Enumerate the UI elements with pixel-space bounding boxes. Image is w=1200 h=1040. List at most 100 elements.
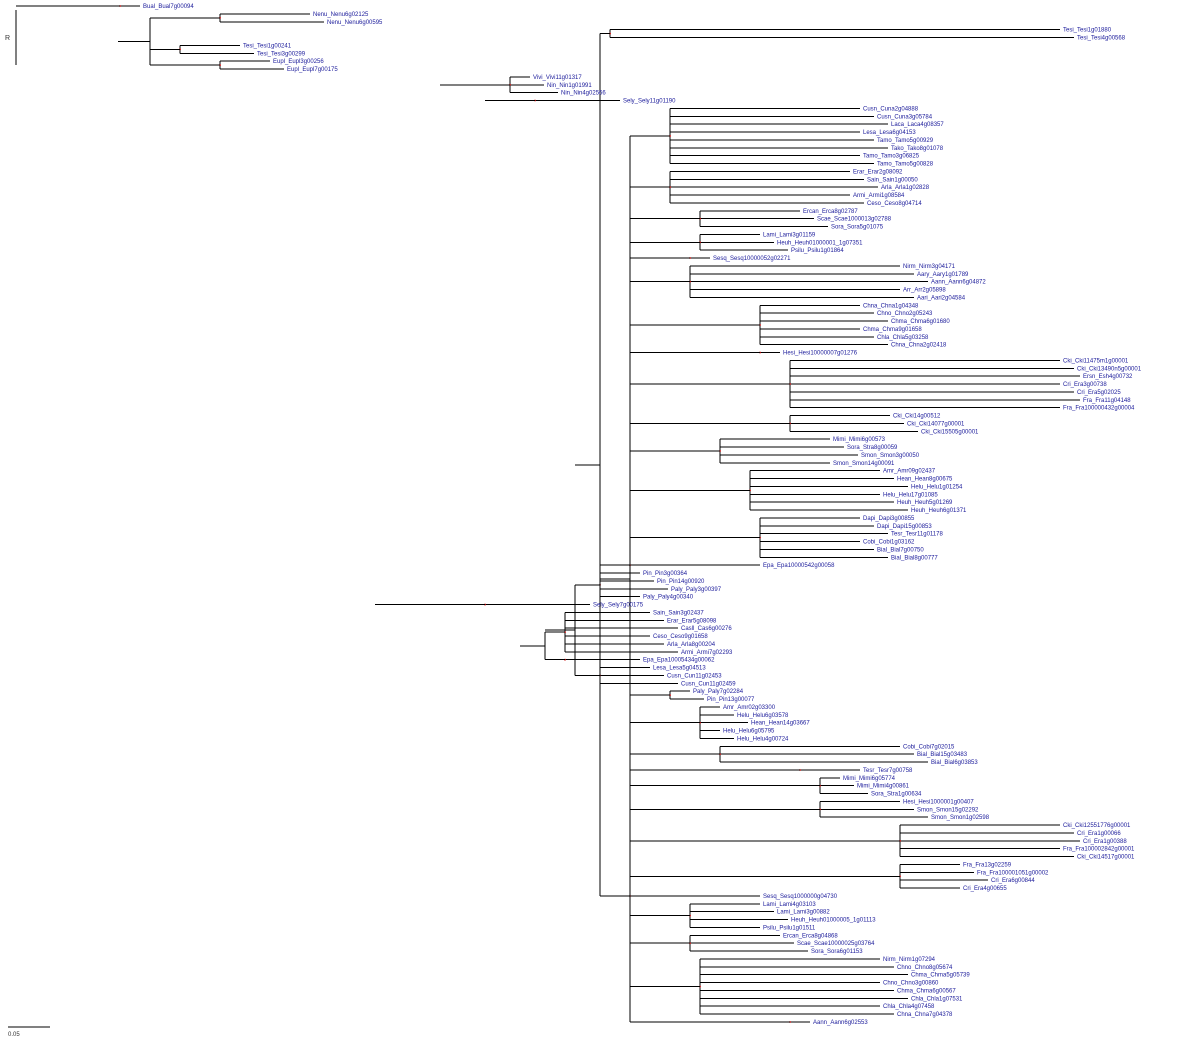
tip-label: Ceso_Ceso9g01658 xyxy=(653,634,708,640)
scale-bar-label: 0.05 xyxy=(8,1032,20,1038)
tip-label: Cobi_Cobi7g02015 xyxy=(903,744,955,750)
tip-label: Tako_Tako8g01078 xyxy=(891,146,944,152)
tip-label: Epa_Epa10000542g00058 xyxy=(763,563,835,569)
tip-label: Cri_Era4g00655 xyxy=(963,886,1007,892)
tip-label: Cki_Cki14g00512 xyxy=(893,414,941,420)
tip-label: Dapi_Dapi15g00853 xyxy=(877,524,932,530)
tip-label: Hesi_Hesi10000007g01276 xyxy=(783,351,858,357)
tip-label: Chno_Chno3g00860 xyxy=(883,981,939,987)
tip-label: Casll_Cas6g00276 xyxy=(681,626,732,632)
tip-label: Pin_Pin3g00364 xyxy=(643,571,688,577)
tip-label: Helu_Helu6g03578 xyxy=(737,713,789,719)
tip-label: Cki_Cki13490n5g00001 xyxy=(1077,366,1142,372)
tip-label: Amr_Amr09g02437 xyxy=(883,469,936,475)
tip-label: Tesi_Tesi1g01880 xyxy=(1063,28,1112,34)
scale-bar: 0.05 xyxy=(8,1026,50,1038)
tip-label: Bial_Bial6g03853 xyxy=(931,760,978,766)
tip-label: Scae_Scae10000025g03764 xyxy=(797,941,875,947)
tip-label: Cri_Era6g00844 xyxy=(991,878,1035,884)
tip-label: Sain_Sain3g02437 xyxy=(653,610,704,616)
tip-label: Pin_Pin14g00920 xyxy=(657,579,705,585)
tip-label: Nirm_Nirm1g07294 xyxy=(883,957,936,963)
tip-label: Sora_Sora5g01075 xyxy=(831,225,884,231)
tip-label: Arla_Arla1g02828 xyxy=(881,185,930,191)
tip-label: Paly_Paly4g00340 xyxy=(643,595,694,601)
tip-label: Eupl_Eupl7g00175 xyxy=(287,67,338,73)
tip-label: Mimi_Mimi6g05774 xyxy=(843,776,896,782)
tip-label: Tamo_Tamo5g00828 xyxy=(877,162,934,168)
tip-label: Aann_Aann6g04872 xyxy=(931,280,986,286)
tip-label: Mimi_Mimi6g00573 xyxy=(833,437,886,443)
tip-label: Psilu_Psilu1g01864 xyxy=(791,248,844,254)
tip-label: Cusn_Cun11g02459 xyxy=(681,681,736,687)
tip-label: Nin_Nin4g02566 xyxy=(561,91,606,97)
tip-label: Tesi_Tesi3g00299 xyxy=(257,51,306,57)
tip-label: Heuh_Heuh01000005_1g01113 xyxy=(791,918,876,924)
tip-label: Amr_Amr02g03300 xyxy=(723,705,776,711)
tip-label: Aann_Aann6g02553 xyxy=(813,1020,868,1026)
tip-label: Nirm_Nirm3g04171 xyxy=(903,264,956,270)
tip-label: Tesi_Tesi1g00241 xyxy=(243,43,292,49)
tip-label: Cri_Era1g00388 xyxy=(1083,839,1127,845)
tip-label: Tesr_Tesr11g01178 xyxy=(891,532,943,538)
tip-label: Erar_Erar5g08098 xyxy=(667,618,717,624)
tip-label: Ceso_Ceso8g04714 xyxy=(867,201,922,207)
tip-label: Heuh_Heuh5g01269 xyxy=(897,500,953,506)
tip-label: Tamo_Tamo5g00929 xyxy=(877,138,934,144)
tip-label: Armi_Armi7g02293 xyxy=(681,650,733,656)
tip-label: Paly_Paly7g02284 xyxy=(693,689,744,695)
tip-label: Mimi_Mimi4g00861 xyxy=(857,784,910,790)
tip-label: Fra_Fra100002842g00001 xyxy=(1063,847,1135,853)
tip-label: Bial_Bial15g03483 xyxy=(917,752,968,758)
tip-label: Nenu_Nenu6g02125 xyxy=(313,12,369,18)
tip-label: Bual_Bual7g00094 xyxy=(143,4,194,10)
tip-label: Sora_Sora6g01153 xyxy=(811,949,863,955)
tip-label: Ersn_Esh4g00732 xyxy=(1083,374,1133,380)
tip-label: Chno_Chno2g05243 xyxy=(877,311,933,317)
tip-label: Scae_Scae1000013g02788 xyxy=(817,217,892,223)
tip-label: Aary_Aary1g01789 xyxy=(917,272,969,278)
tip-label: Sesq_Sesq10000052g02271 xyxy=(713,256,791,262)
tip-label: Smon_Smon15g02292 xyxy=(917,807,979,813)
tip-label: Chma_Chma5g05739 xyxy=(911,973,970,979)
tip-label: Chma_Chma9g01658 xyxy=(863,327,922,333)
tip-label: Heuh_Heuh6g01371 xyxy=(911,508,967,514)
tip-label: Arr_Arr2g05898 xyxy=(903,288,946,294)
tree-branches xyxy=(15,5,1080,1023)
tip-label: Sora_Stra1g00634 xyxy=(871,792,922,798)
tip-label: Pin_Pin13g00077 xyxy=(707,697,755,703)
tip-label: Bial_Bial7g00750 xyxy=(877,547,924,553)
tip-label: Cusn_Cun11g02453 xyxy=(667,673,722,679)
tip-label: Lami_Lami4g03103 xyxy=(763,902,816,908)
tip-label: Aari_Aari2g04584 xyxy=(917,295,966,301)
tip-label: Sora_Stra8g00059 xyxy=(847,445,898,451)
tip-label: Chla_Chla1g07531 xyxy=(911,996,963,1002)
tip-label: Armi_Armi1g08584 xyxy=(853,193,905,199)
tip-label: Sely_Sely7g00175 xyxy=(593,603,644,609)
tip-label: Nenu_Nenu6g00595 xyxy=(327,20,383,26)
tip-label: Nin_Nin1g01991 xyxy=(547,83,592,89)
tip-label: Cobi_Cobi1g03162 xyxy=(863,540,915,546)
tip-label: Chna_Chna2g02418 xyxy=(891,343,947,349)
tip-label: Cki_Cki15505g00001 xyxy=(921,429,979,435)
tip-label: Fra_Fra100001051g00002 xyxy=(977,870,1049,876)
tip-label: Lesa_Lesa6g04153 xyxy=(863,130,916,136)
tip-label: Ercan_Erca8g02787 xyxy=(803,209,858,215)
tip-label: Paly_Paly3g00397 xyxy=(671,587,722,593)
tip-label: Chno_Chno8g05674 xyxy=(897,965,953,971)
tip-label: Sely_Sely11g01190 xyxy=(623,99,676,105)
tip-label: Hean_Hean14g03667 xyxy=(751,721,810,727)
tip-label: Tamo_Tamo3g06825 xyxy=(863,154,920,160)
tip-label: Heuh_Heuh01000001_1g07351 xyxy=(777,240,863,246)
tip-label: Lami_Lami3g00882 xyxy=(777,910,830,916)
tip-label: Helu_Helu6g05795 xyxy=(723,729,775,735)
tip-label: Hean_Hean8g00675 xyxy=(897,477,953,483)
tree-tip-labels: Bual_Bual7g00094Nenu_Nenu6g02125Nenu_Nen… xyxy=(143,4,1142,1026)
tip-label: Cri_Era3g00738 xyxy=(1063,382,1107,388)
tip-label: Dapi_Dapi3g00855 xyxy=(863,516,915,522)
tip-label: Laca_Laca4g08357 xyxy=(891,122,944,128)
tip-label: Arla_Arla8g00204 xyxy=(667,642,716,648)
tip-label: Bial_Bial8g00777 xyxy=(891,555,938,561)
tip-label: Helu_Helu17g01085 xyxy=(883,492,938,498)
tip-label: Cri_Era5g02025 xyxy=(1077,390,1121,396)
